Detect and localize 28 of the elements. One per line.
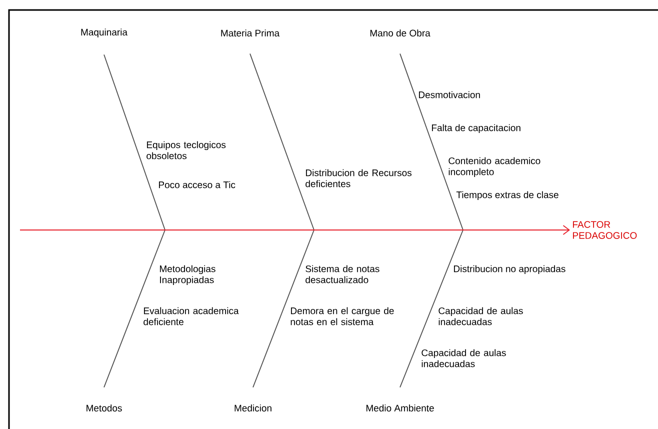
fishbone-line	[104, 230, 166, 388]
cause-label: Equipos teclogicos obsoletos	[146, 141, 226, 160]
category-label: Medio Ambiente	[366, 404, 434, 412]
cause-label: Metodologias Inapropiadas	[160, 265, 216, 286]
fishbone-line	[104, 54, 166, 230]
cause-label: Capacidad de aulas inadecuadas	[422, 349, 506, 368]
cause-label: Falta de capacitacion	[432, 124, 520, 134]
spine-arrow	[20, 225, 570, 235]
cause-label: Capacidad de aulas inadecuadas	[438, 307, 523, 326]
cause-label: Poco acceso a Tic	[159, 181, 236, 188]
category-label: Mano de Obra	[370, 30, 430, 36]
fishbone-line	[250, 53, 314, 230]
fishbone-line	[400, 230, 464, 388]
cause-label: Sistema de notas desactualizado	[306, 265, 380, 284]
fishbone-line	[400, 53, 464, 230]
category-label: Materia Prima	[221, 30, 280, 36]
cause-label: Distribucion no apropiadas	[454, 265, 566, 274]
fishbone-line	[252, 230, 314, 388]
cause-label: Evaluacion academica deficiente	[144, 307, 239, 326]
cause-label: Desmotivacion	[419, 91, 480, 98]
cause-label: Contenido academico incompleto	[448, 157, 540, 178]
category-label: Maquinaria	[81, 28, 128, 38]
effect-label: FACTOR PEDAGOGICO	[573, 221, 637, 239]
cause-label: Tiempos extras de clase	[456, 191, 558, 200]
category-label: Metodos	[86, 404, 122, 412]
cause-label: Demora en el cargue de notas en el sistema	[290, 307, 394, 326]
cause-label: Distribucion de Recursos deficientes	[306, 169, 412, 188]
category-label: Medicion	[234, 404, 272, 412]
